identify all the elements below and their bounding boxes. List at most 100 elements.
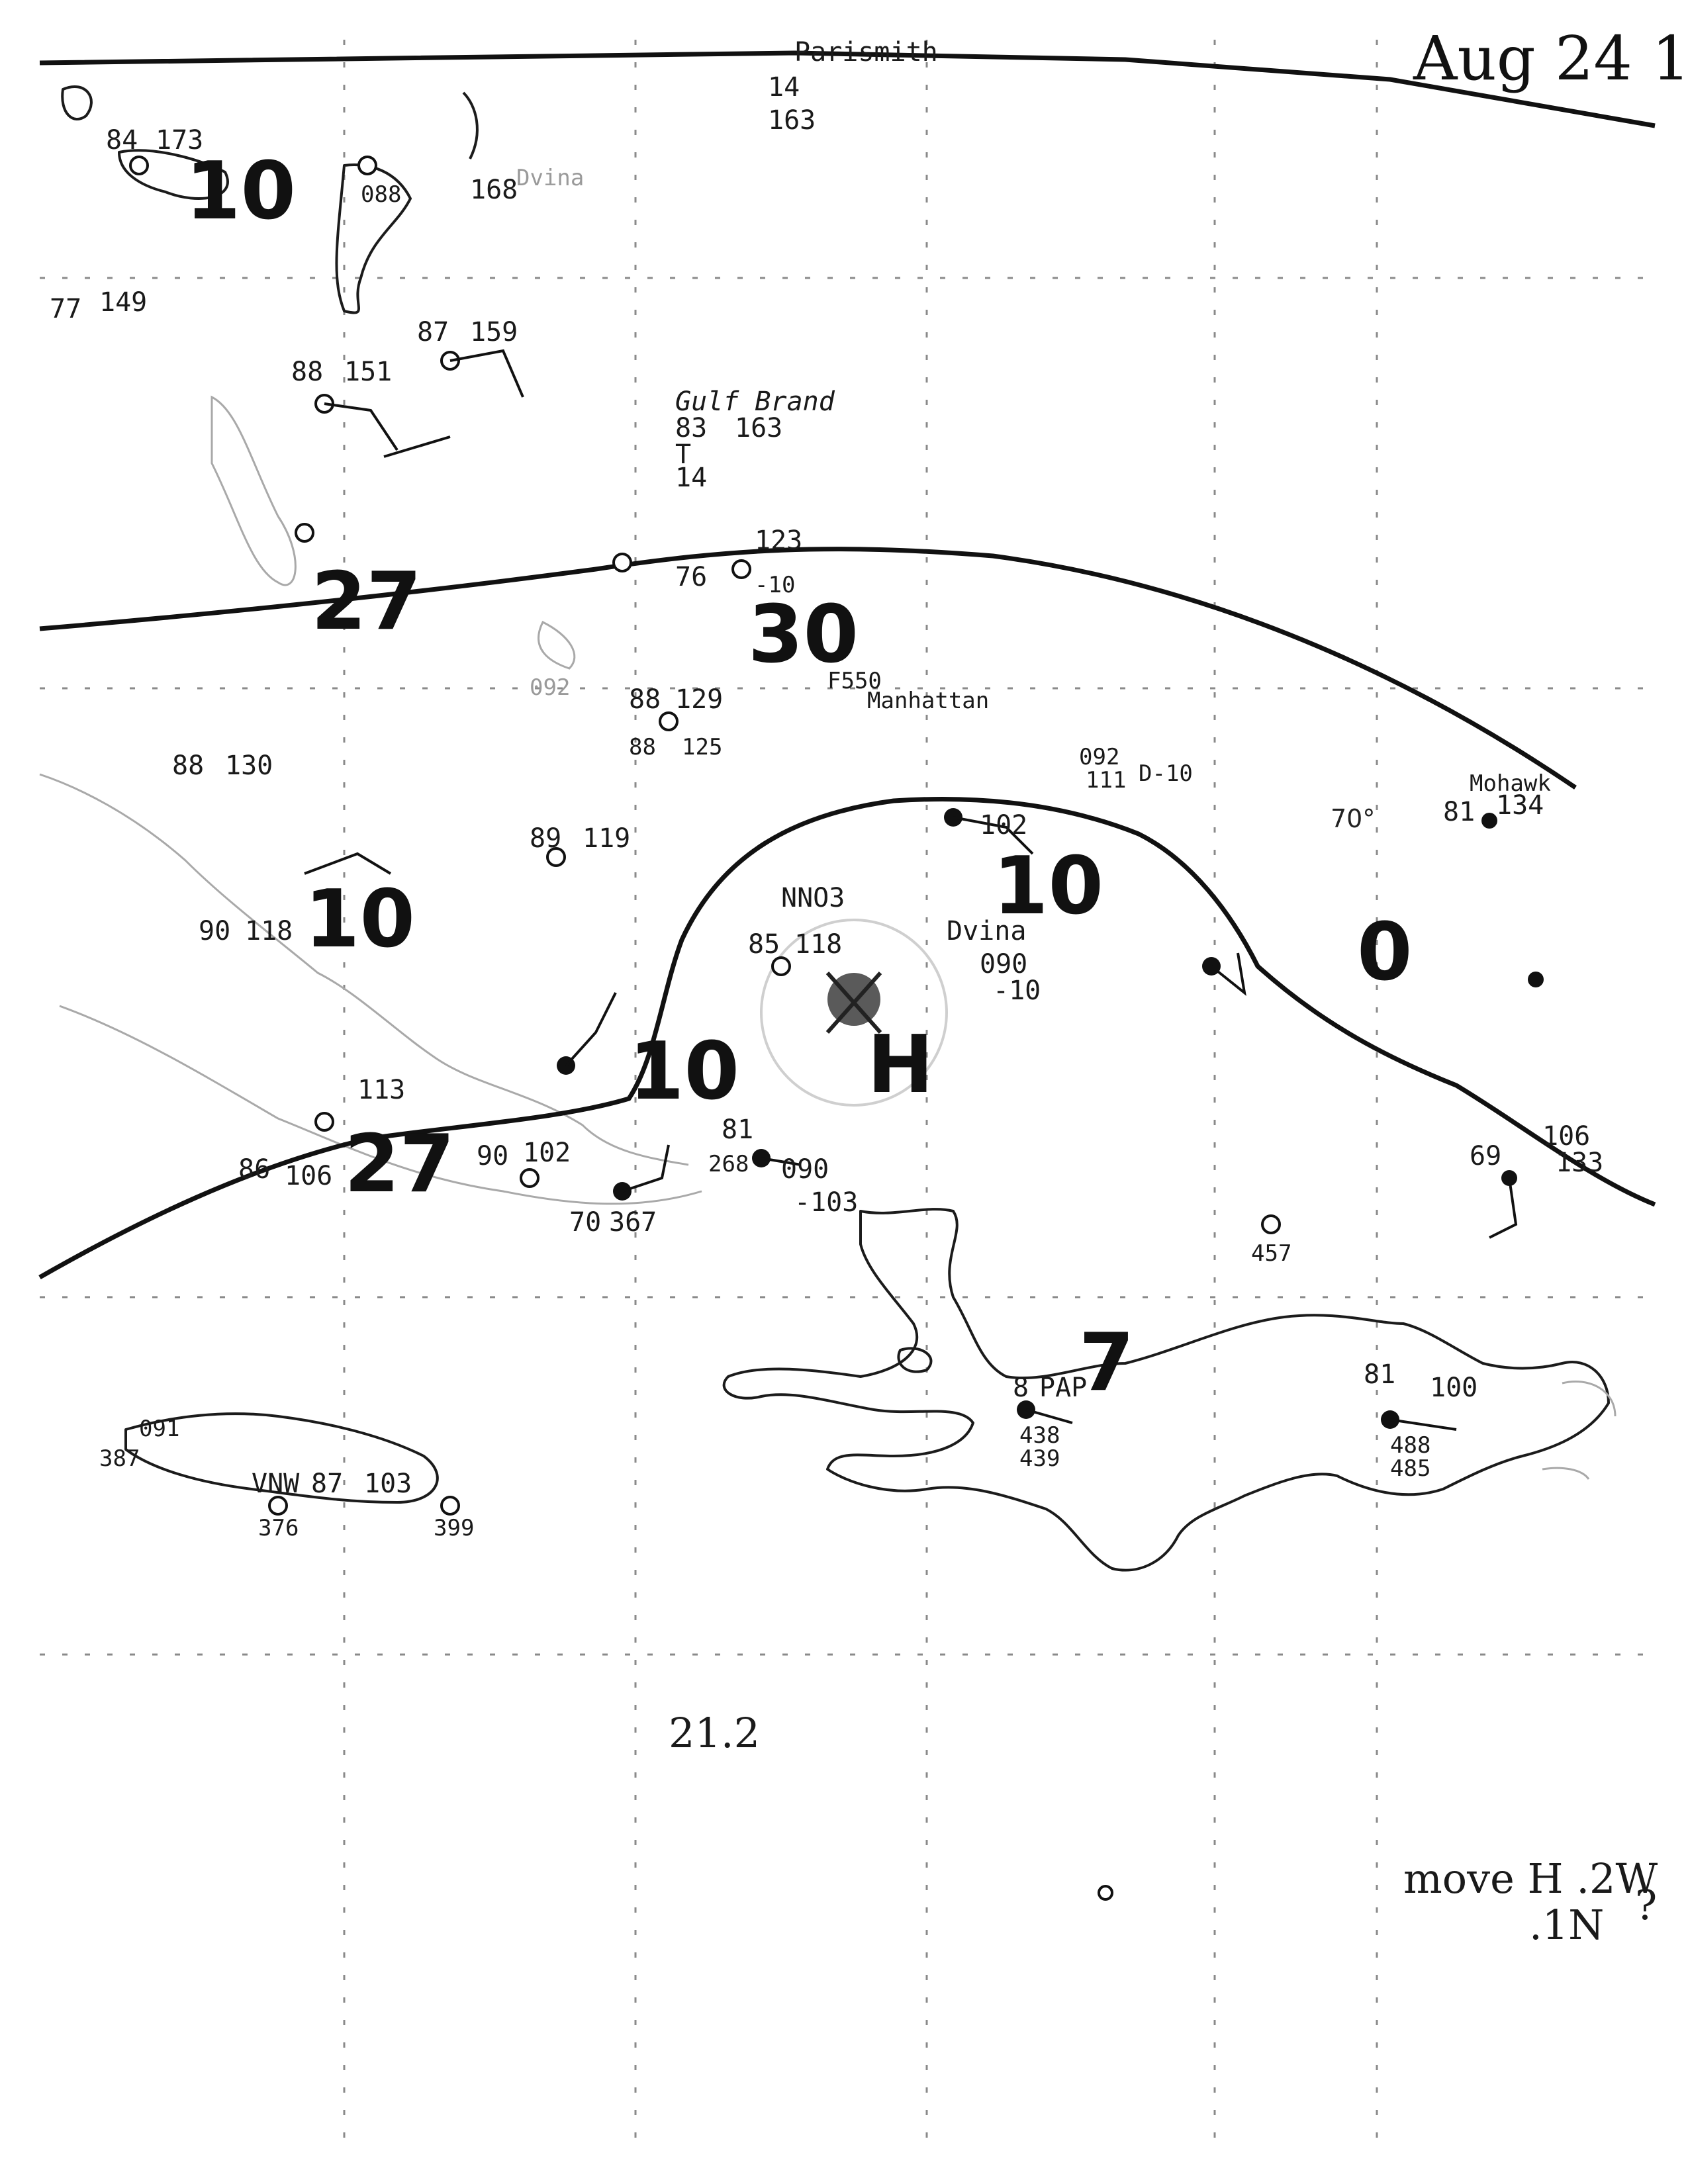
svg-text:438: 438 (1019, 1422, 1060, 1449)
svg-text:88: 88 (629, 684, 661, 715)
svg-text:88: 88 (172, 751, 204, 781)
svg-text:Dvina: Dvina (516, 165, 584, 191)
lat-lon-grid (40, 40, 1655, 2151)
storm-center: H (760, 919, 948, 1111)
station-name-mohawk: Mohawk (1470, 770, 1551, 797)
svg-text:10: 10 (629, 1026, 739, 1118)
svg-text:8: 8 (1013, 1373, 1029, 1403)
question-mark: ? (1635, 1881, 1657, 1929)
longitude-label: 70° (1331, 804, 1375, 833)
svg-text:10: 10 (305, 874, 415, 966)
station-name-nno3: NNO3 (781, 883, 845, 913)
jamaica-coast (124, 1412, 439, 1504)
svg-text:439: 439 (1019, 1445, 1060, 1472)
svg-text:7: 7 (1079, 1317, 1135, 1409)
svg-text:173: 173 (156, 125, 203, 156)
move-note-line1: move H .2W (1403, 1854, 1658, 1903)
svg-text:-103: -103 (794, 1187, 858, 1218)
svg-text:27: 27 (311, 556, 422, 648)
svg-text:102: 102 (523, 1138, 571, 1168)
svg-text:129: 129 (675, 684, 723, 715)
svg-text:81: 81 (722, 1115, 753, 1145)
svg-text:090: 090 (781, 1154, 829, 1185)
svg-text:10: 10 (185, 146, 296, 238)
svg-text:84: 84 (106, 125, 138, 156)
svg-text:399: 399 (434, 1515, 474, 1541)
svg-text:119: 119 (583, 823, 630, 854)
svg-text:163: 163 (735, 413, 782, 443)
svg-text:111: 111 (1086, 767, 1126, 794)
station-name-dvina: Dvina (947, 916, 1026, 946)
svg-text:103: 103 (364, 1469, 412, 1499)
svg-text:10: 10 (993, 841, 1103, 933)
svg-text:376: 376 (258, 1515, 299, 1541)
svg-text:90: 90 (199, 916, 230, 946)
svg-text:100: 100 (1430, 1373, 1477, 1403)
svg-text:81: 81 (1364, 1359, 1395, 1390)
coastlines (39, 85, 1617, 1572)
svg-text:387: 387 (99, 1445, 140, 1472)
svg-text:F550: F550 (827, 668, 882, 694)
svg-text:118: 118 (245, 916, 293, 946)
date-label: Aug 24 1877 (1413, 23, 1688, 94)
station-name-gulf-brand: Gulf Brand (675, 387, 835, 417)
center-symbol: H (867, 1019, 933, 1111)
svg-text:-10: -10 (755, 572, 795, 598)
svg-text:163: 163 (768, 105, 816, 136)
svg-text:268: 268 (708, 1151, 749, 1177)
svg-text:123: 123 (755, 525, 802, 556)
svg-text:106: 106 (285, 1161, 332, 1191)
svg-text:76: 76 (675, 562, 707, 592)
svg-text:159: 159 (470, 317, 518, 347)
svg-text:134: 134 (1496, 790, 1544, 821)
svg-text:149: 149 (99, 287, 147, 318)
svg-text:0: 0 (1357, 907, 1413, 999)
svg-text:090: 090 (980, 949, 1027, 979)
svg-text:81: 81 (1443, 797, 1475, 827)
svg-text:151: 151 (344, 357, 392, 387)
wind-barbs (304, 349, 1518, 1431)
svg-text:87: 87 (417, 317, 449, 347)
svg-text:86: 86 (238, 1154, 270, 1185)
move-note-line2: .1N (1529, 1901, 1604, 1949)
station-markers (129, 156, 1544, 1901)
svg-text:092: 092 (1079, 744, 1119, 770)
svg-text:77: 77 (50, 294, 81, 324)
svg-text:457: 457 (1251, 1240, 1291, 1267)
svg-text:89: 89 (530, 823, 561, 854)
svg-text:90: 90 (477, 1141, 508, 1171)
svg-text:168: 168 (470, 175, 518, 205)
svg-text:092: 092 (530, 674, 570, 701)
svg-text:D-10: D-10 (1139, 760, 1193, 787)
svg-text:70: 70 (569, 1207, 601, 1238)
svg-text:488: 488 (1390, 1432, 1430, 1459)
svg-text:125: 125 (682, 734, 722, 760)
pressure-figures: 10 27 30 10 10 27 10 7 0 (185, 146, 1413, 1409)
hispaniola-coast (722, 1208, 1610, 1572)
svg-text:14: 14 (768, 72, 800, 103)
svg-text:367: 367 (609, 1207, 657, 1238)
svg-text:102: 102 (980, 810, 1027, 841)
svg-text:87: 87 (311, 1469, 343, 1499)
station-name-manhattan: Manhattan (867, 688, 989, 714)
svg-text:133: 133 (1556, 1148, 1603, 1178)
svg-text:130: 130 (225, 751, 273, 781)
svg-text:14: 14 (675, 463, 707, 493)
top-station-label: Parismith (794, 37, 938, 68)
station-observations: Gulf Brand 83 163 T 14 Manhattan F550 NN… (50, 72, 1603, 1541)
top-border-line (39, 50, 1656, 128)
svg-text:113: 113 (357, 1075, 405, 1105)
svg-text:118: 118 (794, 929, 842, 960)
svg-text:106: 106 (1542, 1121, 1590, 1152)
svg-text:30: 30 (748, 589, 859, 681)
station-name-vnw: VNW (252, 1469, 300, 1499)
svg-text:485: 485 (1390, 1455, 1430, 1482)
svg-text:T: T (675, 439, 691, 470)
svg-text:088: 088 (361, 181, 401, 208)
station-name-pap: PAP (1039, 1373, 1087, 1403)
svg-text:83: 83 (675, 413, 707, 443)
svg-text:091: 091 (139, 1416, 179, 1442)
svg-text:69: 69 (1470, 1141, 1501, 1171)
